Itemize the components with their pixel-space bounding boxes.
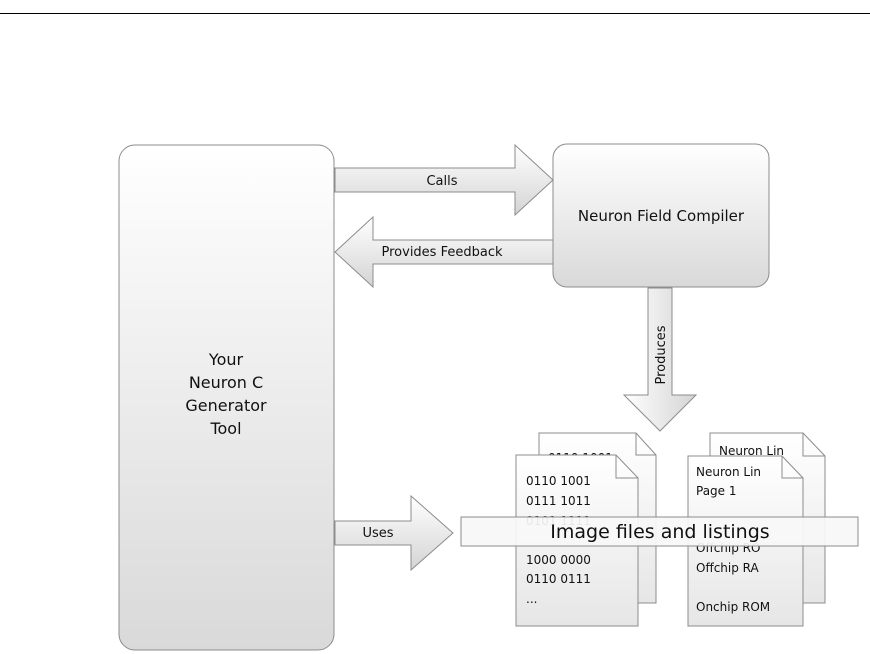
- uses-arrow: Uses: [334, 494, 454, 572]
- feedback-label: Provides Feedback: [382, 245, 503, 260]
- produces-label: Produces: [654, 325, 669, 384]
- image-doc-line-4: 1000 0000: [526, 553, 591, 567]
- uses-label: Uses: [362, 526, 393, 541]
- compiler-label: Neuron Field Compiler: [578, 207, 745, 225]
- image-doc-line-5: 0110 0111: [526, 572, 591, 586]
- listing-doc-back-line: Neuron Lin: [719, 444, 784, 458]
- listing-doc-line-2: Page 1: [696, 484, 737, 498]
- feedback-arrow: Provides Feedback: [334, 215, 554, 289]
- generator-tool-line-4: Tool: [209, 419, 241, 438]
- image-doc-line-2: 0111 1011: [526, 494, 591, 508]
- generator-tool-line-1: Your: [208, 350, 244, 369]
- image-doc-line-1: 0110 1001: [526, 474, 591, 488]
- image-doc-line-6: ...: [526, 592, 537, 606]
- generator-tool-box: Your Neuron C Generator Tool: [118, 144, 335, 651]
- compiler-box: Neuron Field Compiler: [552, 143, 770, 288]
- generator-tool-line-2: Neuron C: [189, 373, 263, 392]
- calls-arrow: Calls: [334, 143, 554, 217]
- generator-tool-line-3: Generator: [185, 396, 267, 415]
- listing-doc-line-1: Neuron Lin: [696, 465, 761, 479]
- calls-label: Calls: [426, 174, 457, 189]
- listing-doc-line-5: Offchip RA: [696, 561, 760, 575]
- listing-doc-line-7: Onchip ROM: [696, 600, 770, 614]
- image-files-banner-label: Image files and listings: [550, 521, 769, 543]
- image-files-banner: Image files and listings: [460, 516, 859, 547]
- produces-arrow: Produces: [622, 287, 698, 432]
